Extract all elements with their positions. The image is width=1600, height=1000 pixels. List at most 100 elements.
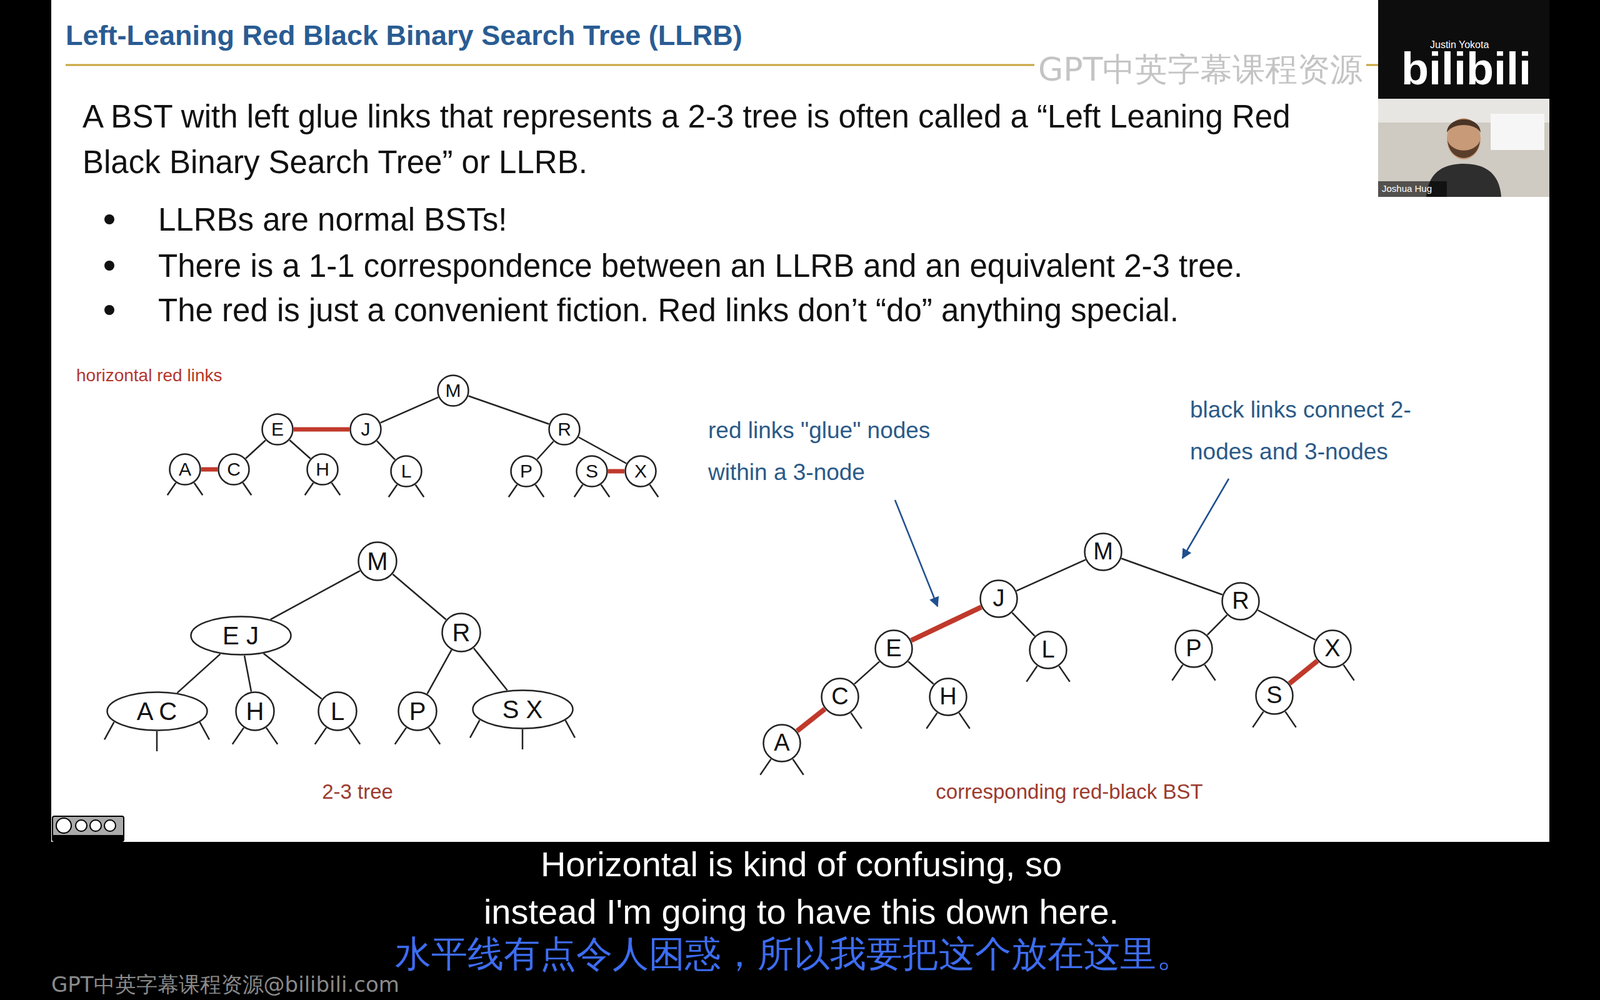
node-key: H	[315, 459, 330, 480]
black-link	[1258, 610, 1316, 640]
tree-node: S	[575, 455, 609, 488]
null-link	[470, 720, 480, 738]
black-link	[1012, 612, 1035, 636]
black-link	[376, 441, 395, 460]
tree-node: H	[306, 453, 339, 486]
cc-logo	[52, 816, 124, 842]
figure-caption: 2-3 tree	[321, 779, 394, 805]
node-circle	[575, 455, 609, 488]
node-circle	[548, 413, 581, 446]
node-outline	[1175, 630, 1213, 668]
tree-node: E	[874, 629, 914, 669]
black-link	[244, 655, 252, 692]
node-circle	[441, 612, 482, 653]
webcam-ground	[1378, 98, 1550, 197]
node-key: R	[452, 619, 471, 646]
presenter-name: Joshua Hug	[1381, 182, 1432, 195]
node-circle	[928, 677, 968, 717]
tree-node: E	[261, 413, 294, 446]
null-link	[395, 727, 407, 744]
node-circle	[357, 541, 398, 582]
null-link	[1205, 665, 1216, 681]
node-outline	[106, 692, 207, 731]
presenter-name: Justin Yokota	[1430, 38, 1489, 52]
null-link	[305, 482, 314, 495]
node-outline	[511, 456, 542, 487]
node-key: L	[330, 698, 345, 725]
tree-node: M	[1083, 532, 1123, 572]
tree-node: R	[1221, 581, 1260, 621]
tree-node: P	[1174, 629, 1214, 669]
tree-node: J	[349, 413, 382, 446]
null-link	[1171, 665, 1183, 681]
node-circle	[510, 455, 543, 488]
null-link	[508, 484, 518, 497]
node-circle	[1255, 676, 1294, 715]
black-link	[537, 441, 554, 460]
node-outline	[307, 454, 339, 485]
cc-badge	[52, 816, 124, 842]
node-key: H	[246, 698, 265, 725]
null-link	[926, 713, 937, 729]
node-circle	[1221, 581, 1260, 621]
node-outline	[763, 725, 801, 762]
person-hair	[1446, 119, 1481, 133]
node-outline	[398, 692, 437, 731]
tree-node: C	[217, 453, 250, 486]
node-key: C	[831, 684, 849, 710]
node-circle	[436, 374, 470, 407]
null-link	[1026, 666, 1037, 682]
null-link	[565, 720, 575, 738]
node-outline	[821, 678, 859, 716]
tree-node: A	[168, 453, 202, 486]
red-link	[608, 469, 625, 474]
black-link	[1016, 560, 1085, 592]
figure-note: horizontal red links	[76, 365, 222, 387]
person-head	[1446, 118, 1481, 160]
node-outline	[549, 414, 580, 445]
black-link	[854, 661, 880, 685]
tree-node: X	[1313, 629, 1352, 669]
null-link	[793, 759, 804, 775]
null-link	[574, 484, 584, 497]
callout-arrow	[895, 500, 938, 607]
black-link	[176, 653, 220, 693]
null-link	[535, 484, 545, 497]
null-link	[601, 484, 610, 497]
node-circle	[979, 579, 1019, 619]
webcam-view	[1378, 98, 1550, 197]
black-link	[1207, 615, 1227, 635]
three-node: A C	[106, 691, 209, 732]
null-link	[156, 731, 159, 752]
red-link	[1289, 660, 1318, 684]
tree-node: L	[390, 455, 423, 488]
tree-node: S	[1255, 676, 1294, 715]
node-circle	[762, 723, 802, 763]
null-link	[167, 482, 177, 495]
body-text: A BST with left glue links that represen…	[82, 93, 1370, 185]
null-link	[194, 482, 204, 495]
node-key: A	[773, 730, 790, 756]
node-outline	[1256, 677, 1294, 715]
tree-node: H	[235, 691, 275, 732]
null-link	[200, 721, 210, 740]
black-link	[289, 440, 310, 459]
node-outline	[358, 542, 397, 581]
cc-circle	[56, 818, 72, 834]
node-outline	[1030, 631, 1067, 669]
subtitle-chinese: 水平线有点令人困惑，所以我要把这个放在这里。	[395, 934, 1193, 974]
node-outline	[262, 414, 294, 445]
node-circle	[1174, 629, 1214, 669]
node-key: A	[178, 459, 192, 480]
three-node-outline	[190, 615, 292, 656]
node-key: M	[366, 548, 388, 575]
node-outline	[218, 454, 250, 485]
node-key: P	[409, 698, 427, 725]
logo-box	[1378, 0, 1550, 99]
red-link	[201, 467, 218, 472]
red-link	[796, 708, 825, 731]
node-outline	[438, 375, 469, 407]
node-key: A C	[136, 698, 177, 725]
